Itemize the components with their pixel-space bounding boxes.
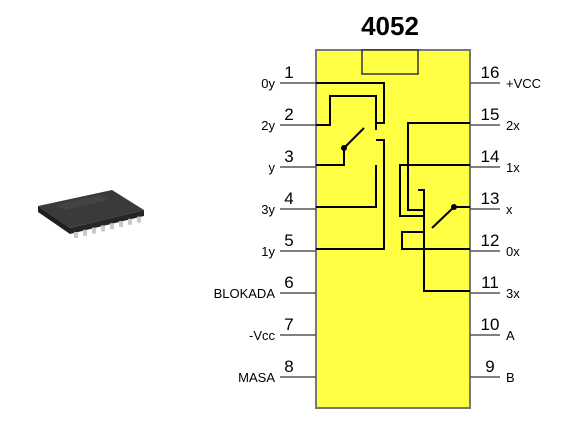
pin-number-10: 10	[481, 315, 500, 334]
pin-leads	[280, 82, 500, 378]
wire-2x	[407, 122, 470, 211]
wire-3y	[316, 165, 377, 208]
wire-y	[316, 148, 345, 166]
chip-package-image	[38, 190, 144, 238]
switch-arm-left	[343, 127, 365, 149]
pin-number-3: 3	[284, 147, 293, 166]
chip-leg	[83, 229, 87, 236]
pin-number-12: 12	[481, 231, 500, 250]
chip-leg	[74, 232, 78, 238]
internal-wiring	[316, 82, 470, 292]
wire-3x	[418, 189, 470, 292]
pin-number-9: 9	[485, 357, 494, 376]
wire-1x	[399, 164, 470, 217]
pin-number-13: 13	[481, 189, 500, 208]
chip-notch	[361, 49, 419, 75]
pin-label-1: 0y	[261, 76, 275, 91]
pin-label-4: 3y	[261, 202, 275, 217]
pin-number-11: 11	[481, 273, 499, 292]
pin-label-9: B	[506, 370, 515, 385]
pin-label-15: 2x	[506, 118, 520, 133]
pin-label-14: 1x	[506, 160, 520, 175]
switch-pivot-right	[451, 204, 457, 210]
pin-number-8: 8	[284, 357, 293, 376]
switch-arm-right	[431, 206, 455, 229]
pin-number-4: 4	[284, 189, 293, 208]
wire-0y	[316, 82, 385, 124]
chip-leg	[128, 218, 132, 225]
chip-leg	[92, 227, 96, 234]
chip-leg	[110, 223, 114, 230]
chip-leg	[137, 216, 141, 223]
pin-number-5: 5	[284, 231, 293, 250]
chip-leg	[101, 225, 105, 232]
pin-number-2: 2	[284, 105, 293, 124]
chip-body	[315, 49, 471, 409]
wire-2y	[316, 95, 377, 130]
pin-number-6: 6	[284, 273, 293, 292]
chip-leg	[119, 221, 123, 227]
switch-pivot-left	[341, 145, 347, 151]
pin-label-5: 1y	[261, 244, 275, 259]
pin-number-1: 1	[284, 63, 293, 82]
pin-label-2: 2y	[261, 118, 275, 133]
pin-label-11: 3x	[506, 286, 520, 301]
wire-0x	[401, 231, 470, 250]
pin-number-16: 16	[481, 63, 500, 82]
wire-1y	[316, 139, 385, 250]
pin-label-8: MASA	[238, 370, 275, 385]
pin-label-3: y	[269, 160, 276, 175]
pin-label-7: -Vcc	[249, 328, 276, 343]
pin-number-7: 7	[284, 315, 293, 334]
pin-number-15: 15	[481, 105, 500, 124]
pin-label-12: 0x	[506, 244, 520, 259]
pin-number-14: 14	[481, 147, 500, 166]
pin-label-16: +VCC	[506, 76, 541, 91]
pin-label-6: BLOKADA	[214, 286, 276, 301]
pin-label-10: A	[506, 328, 515, 343]
chip-title: 4052	[361, 11, 419, 41]
pin-label-13: x	[506, 202, 513, 217]
